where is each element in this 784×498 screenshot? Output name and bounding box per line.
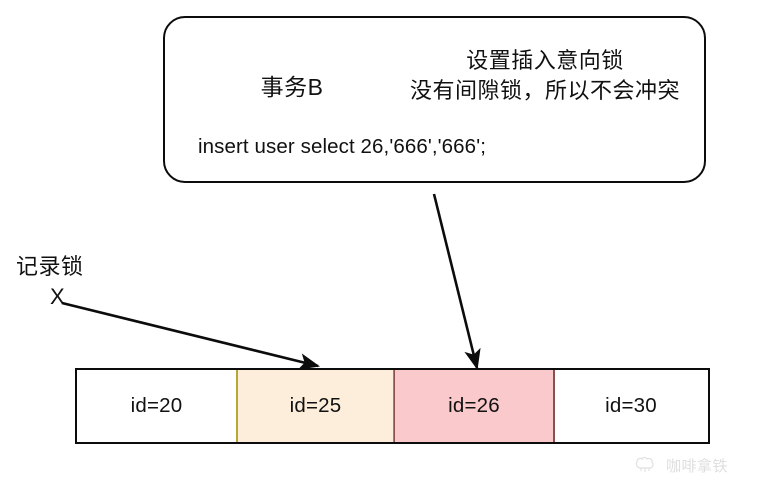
record-lock-arrow (61, 301, 321, 370)
transaction-callout-box: 事务B 设置插入意向锁 没有间隙锁，所以不会冲突 insert user sel… (163, 16, 706, 183)
coffee-logo-icon (635, 456, 654, 472)
watermark-text: 咖啡拿铁 (666, 458, 729, 475)
record-row-table: id=20 id=25 id=26 id=30 (75, 368, 710, 444)
row-cell-id-30: id=30 (555, 370, 707, 442)
row-cell-id-26: id=26 (394, 370, 555, 442)
row-cell-id-20: id=20 (77, 370, 236, 442)
transaction-label: 事务B (260, 74, 324, 100)
insert-intention-arrow (432, 193, 481, 371)
row-cell-label: id=30 (605, 394, 657, 417)
lock-note-line-2: 没有间隙锁，所以不会冲突 (409, 78, 680, 104)
lock-note-block: 设置插入意向锁 没有间隙锁，所以不会冲突 (390, 46, 700, 107)
sql-statement: insert user select 26,'666','666'; (198, 135, 486, 158)
row-cell-label: id=26 (448, 394, 500, 417)
row-cell-label: id=20 (130, 394, 183, 417)
record-lock-label: 记录锁 (16, 254, 84, 279)
row-cell-id-25: id=25 (236, 370, 394, 442)
lock-note-line-1: 设置插入意向锁 (466, 48, 624, 73)
record-lock-marker: X (50, 284, 65, 309)
watermark: 咖啡拿铁 (632, 455, 728, 476)
row-cell-label: id=25 (289, 394, 342, 417)
